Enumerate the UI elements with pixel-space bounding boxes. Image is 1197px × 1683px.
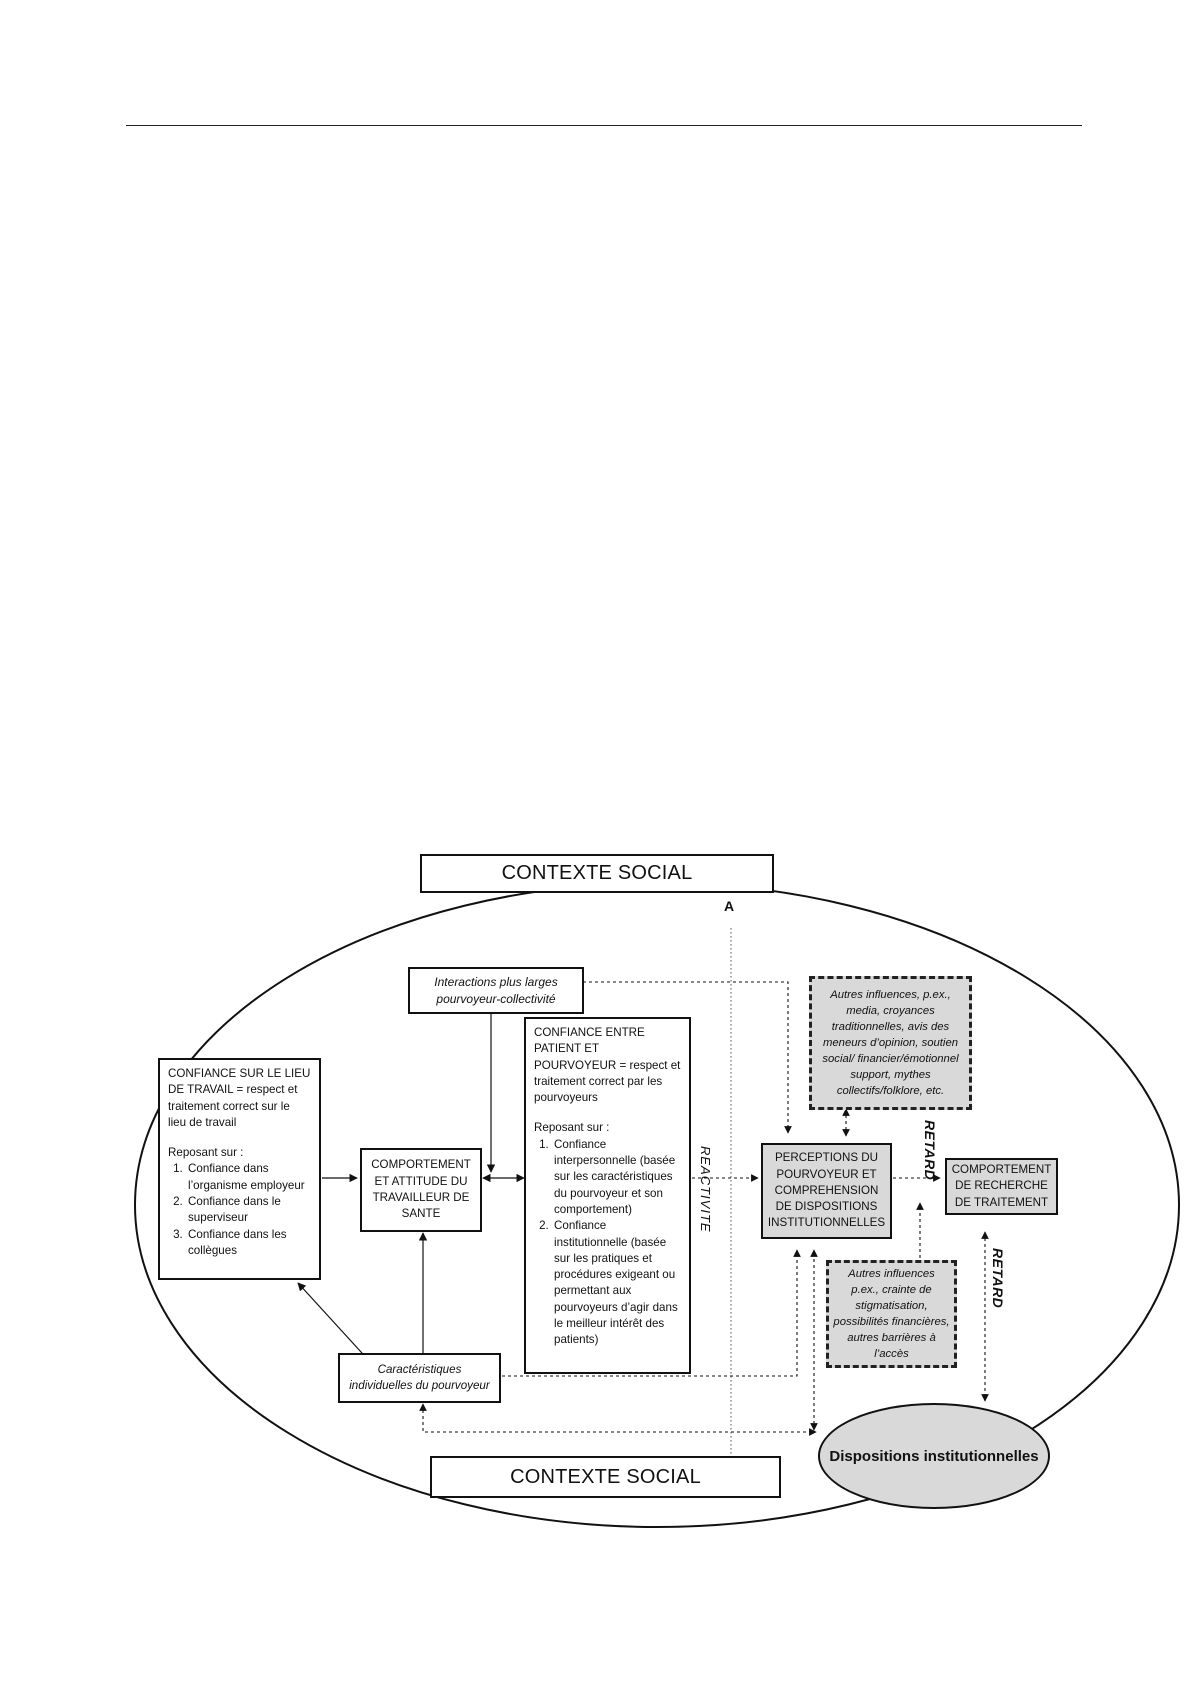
confiance-patient-pourvoyeur-box: CONFIANCE ENTRE PATIENT ET POURVOYEUR = … [524,1017,691,1374]
dashed-carac-disp [419,1403,817,1436]
patient-heading: CONFIANCE ENTRE PATIENT ET POURVOYEUR = … [534,1026,681,1105]
lieu-item: Confiance dans l’organisme employeur [186,1161,311,1194]
lieu-item: Confiance dans les collègues [186,1227,311,1260]
lieu-reposant: Reposant sur : [168,1146,244,1160]
contexte-social-bottom: CONTEXTE SOCIAL [430,1456,781,1498]
patient-item: Confiance institutionnelle (basée sur le… [552,1218,681,1348]
interactions-box: Interactions plus larges pourvoyeur-coll… [408,967,584,1014]
contexte-social-top: CONTEXTE SOCIAL [420,854,774,893]
patient-item: Confiance interpersonnelle (basée sur le… [552,1137,681,1218]
top-rule [126,125,1082,126]
retard-label-2: RETARD [990,1248,1006,1309]
comportement-attitude-box: COMPORTEMENT ET ATTITUDE DU TRAVAILLEUR … [360,1148,482,1232]
perceptions-box: PERCEPTIONS DU POURVOYEUR ET COMPREHENSI… [761,1143,892,1239]
lieu-heading: CONFIANCE SUR LE LIEU DE TRAVAIL = respe… [168,1067,311,1129]
dispositions-institutionnelles: Dispositions institutionnelles [818,1403,1050,1509]
autres-influences-1-box: Autres influences, p.ex., media, croyanc… [809,976,972,1110]
reactivite-label: REACTIVITE [698,1146,713,1233]
autres-influences-2-box: Autres influences p.ex., crainte de stig… [826,1260,957,1368]
label-a: A [724,898,735,914]
dashed-carac-to-perceptions [502,1249,801,1377]
retard-label-1: RETARD [922,1120,938,1181]
arrow-carac-to-lieu [297,1282,373,1365]
dashed-interactions-to-perceptions [583,981,792,1134]
comportement-recherche-box: COMPORTEMENT DE RECHERCHE DE TRAITEMENT [945,1158,1058,1215]
lieu-item: Confiance dans le superviseur [186,1194,311,1227]
confiance-lieu-travail-box: CONFIANCE SUR LE LIEU DE TRAVAIL = respe… [158,1058,321,1280]
patient-reposant: Reposant sur : [534,1121,610,1135]
caracteristiques-box: Caractéristiques individuelles du pourvo… [338,1353,501,1403]
